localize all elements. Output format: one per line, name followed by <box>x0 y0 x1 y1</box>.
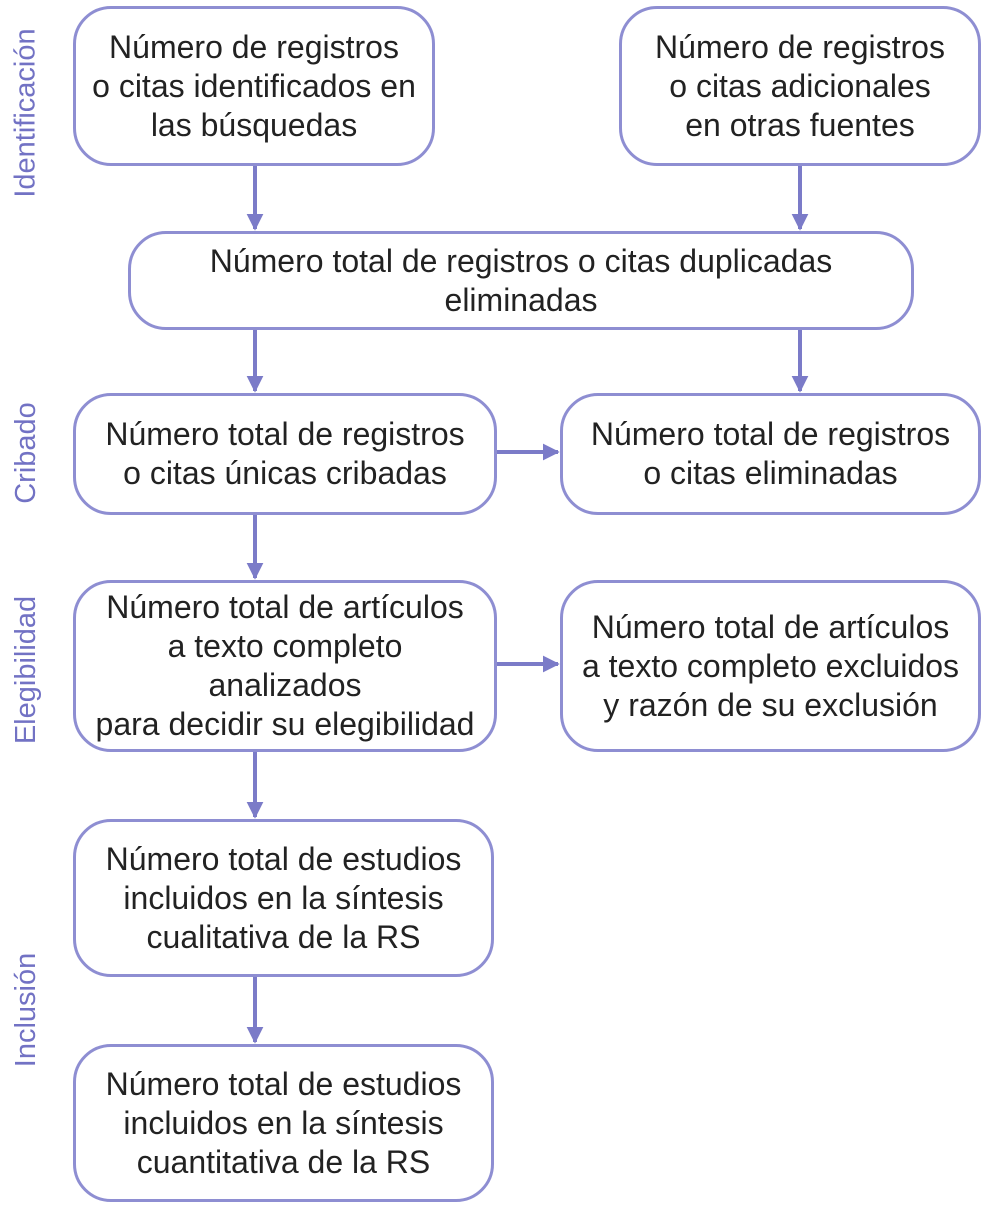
node-sintesis-cuantitativa: Número total de estudios incluidos en la… <box>73 1044 494 1202</box>
node-citas-eliminadas: Número total de registros o citas elimin… <box>560 393 981 515</box>
node-unicas-cribadas-text: Número total de registros o citas únicas… <box>105 416 465 491</box>
node-sintesis-cualitativa: Número total de estudios incluidos en la… <box>73 819 494 977</box>
stage-cribado: Cribado <box>6 388 46 518</box>
stage-elegibilidad: Elegibilidad <box>6 580 46 760</box>
node-unicas-cribadas: Número total de registros o citas únicas… <box>73 393 497 515</box>
stage-identificacion: Identificación <box>6 8 46 218</box>
node-sintesis-cualitativa-text: Número total de estudios incluidos en la… <box>105 840 462 955</box>
node-registros-adicionales: Número de registros o citas adicionales … <box>619 6 981 166</box>
node-sintesis-cuantitativa-text: Número total de estudios incluidos en la… <box>105 1065 462 1180</box>
node-duplicadas-eliminadas-text: Número total de registros o citas duplic… <box>209 242 833 318</box>
node-citas-eliminadas-text: Número total de registros o citas elimin… <box>590 416 951 491</box>
node-articulos-excluidos-text: Número total de artículos a texto comple… <box>581 608 960 723</box>
node-registros-busquedas-text: Número de registros o citas identificado… <box>92 28 416 143</box>
node-registros-busquedas: Número de registros o citas identificado… <box>73 6 435 166</box>
node-articulos-excluidos: Número total de artículos a texto comple… <box>560 580 981 752</box>
stage-identificacion-label: Identificación <box>10 28 42 198</box>
stage-inclusion-label: Inclusión <box>10 952 42 1068</box>
stage-inclusion: Inclusión <box>6 940 46 1080</box>
stage-cribado-label: Cribado <box>10 402 42 504</box>
stage-elegibilidad-label: Elegibilidad <box>10 595 43 745</box>
node-articulos-analizados-text: Número total de artículos a texto comple… <box>95 589 475 742</box>
node-registros-adicionales-text: Número de registros o citas adicionales … <box>655 28 945 143</box>
node-duplicadas-eliminadas: Número total de registros o citas duplic… <box>128 231 914 330</box>
node-articulos-analizados: Número total de artículos a texto comple… <box>73 580 497 752</box>
